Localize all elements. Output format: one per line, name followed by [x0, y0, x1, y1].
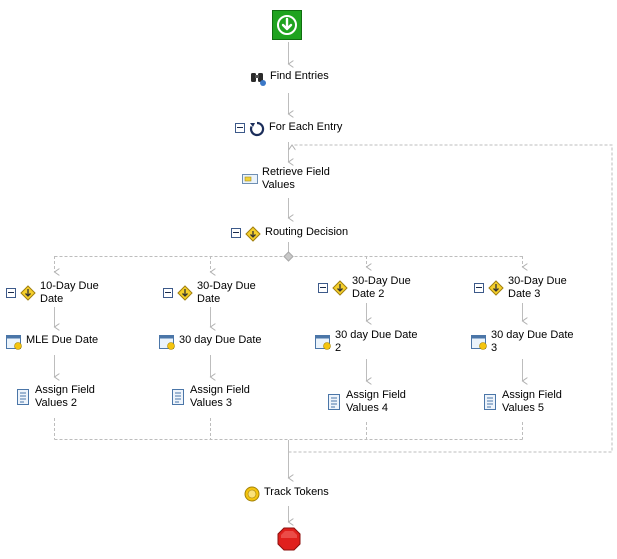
branch-condition-10-day[interactable]: 10-Day Due Date	[6, 280, 99, 306]
retrieve-field-values-activity[interactable]: Retrieve Field Values	[242, 166, 330, 192]
field-form-icon	[242, 174, 258, 184]
collapse-toggle[interactable]	[6, 288, 16, 298]
activity-label: Track Tokens	[264, 486, 329, 498]
condition-icon	[20, 285, 36, 301]
activity-label: 30 day Due Date	[179, 334, 262, 346]
assign-field-values-activity-2[interactable]: Assign Field Values 2	[15, 384, 95, 410]
collapse-toggle[interactable]	[231, 228, 241, 238]
activity-label: MLE Due Date	[26, 334, 99, 346]
activity-label: Assign Field Values 2	[35, 384, 95, 409]
assign-field-values-activity-5[interactable]: Assign Field Values 5	[482, 389, 562, 415]
branch-condition-30-day[interactable]: 30-Day Due Date	[163, 280, 256, 306]
collapse-toggle[interactable]	[318, 283, 328, 293]
calendar-icon	[159, 335, 175, 350]
collapse-toggle[interactable]	[474, 283, 484, 293]
condition-icon	[177, 285, 193, 301]
collapse-toggle[interactable]	[163, 288, 173, 298]
document-icon	[328, 394, 340, 410]
loop-icon	[249, 121, 265, 137]
collapse-toggle[interactable]	[235, 123, 245, 133]
condition-label: 30-Day Due Date 3	[508, 275, 567, 300]
calendar-icon	[471, 335, 487, 350]
for-each-entry-activity[interactable]: For Each Entry	[235, 121, 342, 137]
document-icon	[172, 389, 184, 405]
condition-label: 30-Day Due Date	[197, 280, 256, 305]
start-arrow-icon	[277, 15, 297, 35]
condition-label: 10-Day Due Date	[40, 280, 99, 305]
activity-label: Retrieve Field Values	[262, 166, 330, 191]
set-due-date-activity-1[interactable]: MLE Due Date	[6, 334, 98, 350]
condition-icon	[488, 280, 504, 296]
decision-diamond-icon	[283, 251, 294, 262]
document-icon	[17, 389, 29, 405]
activity-label: For Each Entry	[269, 121, 343, 133]
start-node[interactable]	[272, 10, 302, 40]
track-tokens-activity[interactable]: Track Tokens	[244, 486, 329, 502]
assign-field-values-activity-3[interactable]: Assign Field Values 3	[170, 384, 250, 410]
activity-label: 30 day Due Date 2	[335, 329, 418, 354]
calendar-icon	[6, 335, 22, 350]
find-entries-activity[interactable]: Find Entries	[250, 70, 329, 86]
set-due-date-activity-4[interactable]: 30 day Due Date 3	[471, 329, 574, 355]
activity-label: 30 day Due Date 3	[491, 329, 574, 354]
activity-label: Find Entries	[270, 70, 329, 82]
stop-node[interactable]	[277, 527, 301, 551]
activity-label: Assign Field Values 5	[502, 389, 562, 414]
activity-label: Assign Field Values 4	[346, 389, 406, 414]
routing-decision-activity[interactable]: Routing Decision	[231, 226, 348, 242]
calendar-icon	[315, 335, 331, 350]
binoculars-icon	[251, 73, 266, 86]
activity-label: Routing Decision	[265, 226, 349, 238]
token-icon	[244, 486, 260, 502]
set-due-date-activity-2[interactable]: 30 day Due Date	[159, 334, 262, 350]
activity-label: Assign Field Values 3	[190, 384, 250, 409]
set-due-date-activity-3[interactable]: 30 day Due Date 2	[315, 329, 418, 355]
document-icon	[484, 394, 496, 410]
decision-icon	[245, 226, 261, 242]
condition-label: 30-Day Due Date 2	[352, 275, 411, 300]
branch-condition-30-day-2[interactable]: 30-Day Due Date 2	[318, 275, 411, 301]
condition-icon	[332, 280, 348, 296]
branch-condition-30-day-3[interactable]: 30-Day Due Date 3	[474, 275, 567, 301]
assign-field-values-activity-4[interactable]: Assign Field Values 4	[326, 389, 406, 415]
